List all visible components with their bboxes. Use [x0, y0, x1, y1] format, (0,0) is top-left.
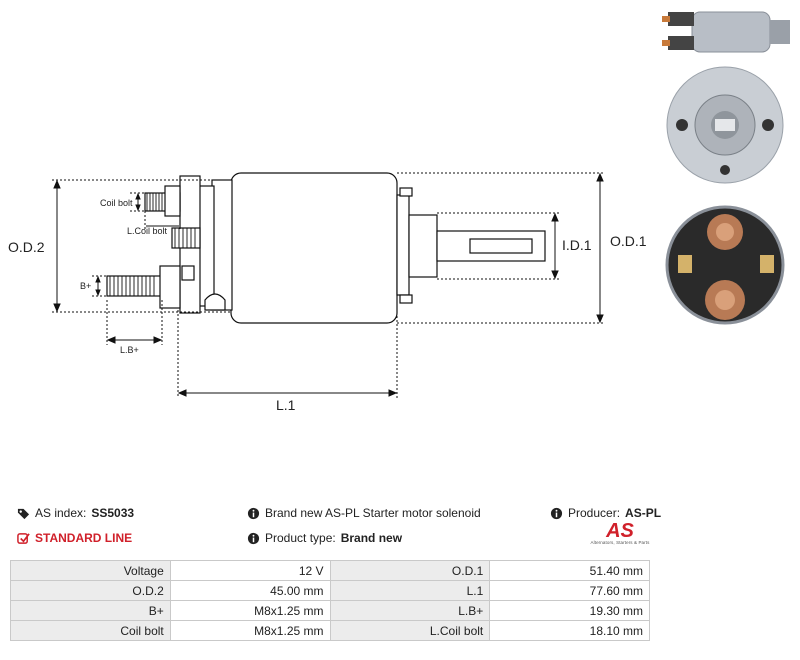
- checkbox-icon: [17, 532, 30, 544]
- producer-value: AS-PL: [625, 506, 662, 520]
- product-type-row: Product type: Brand new: [247, 531, 402, 545]
- spec-value: M8x1.25 mm: [169, 620, 331, 641]
- spec-value: M8x1.25 mm: [169, 600, 331, 621]
- spec-value: 19.30 mm: [489, 600, 650, 621]
- as-index-value: SS5033: [91, 506, 135, 520]
- product-photo-side: [662, 11, 790, 53]
- product-type-value: Brand new: [340, 531, 403, 545]
- label-l-coil-bolt: L.Coil bolt: [127, 226, 168, 236]
- solenoid-body: [230, 172, 398, 324]
- label-od1: O.D.1: [610, 233, 647, 249]
- info-icon: [550, 507, 563, 519]
- description-row: Brand new AS-PL Starter motor solenoid: [247, 506, 481, 520]
- producer-row: Producer: AS-PL: [550, 506, 661, 520]
- spec-label: L.1: [329, 580, 491, 601]
- spec-label: Coil bolt: [10, 620, 171, 641]
- rear-flange: [211, 179, 233, 311]
- label-l-b-plus: L.B+: [120, 345, 139, 355]
- product-photo-rear: [665, 205, 785, 325]
- as-index-row: AS index: SS5033: [17, 506, 134, 520]
- info-icon: [247, 532, 260, 544]
- spec-value: 45.00 mm: [169, 580, 331, 601]
- coil-bolt-thread: [146, 193, 163, 211]
- plunger-housing: [408, 214, 438, 278]
- brand-tagline: Alternators, Starters & Parts: [590, 540, 650, 545]
- label-l1: L.1: [276, 397, 296, 413]
- standard-line-label: STANDARD LINE: [35, 531, 133, 545]
- technical-drawing: O.D.2 O.D.1 I.D.1 L.1 Coil bolt L.Coil b…: [8, 11, 790, 413]
- label-id1: I.D.1: [562, 237, 592, 253]
- spec-label: Voltage: [10, 560, 171, 581]
- producer-label: Producer:: [568, 506, 621, 520]
- product-description: Brand new AS-PL Starter motor solenoid: [265, 506, 481, 520]
- spec-value: 51.40 mm: [489, 560, 650, 581]
- spec-label: O.D.2: [10, 580, 171, 601]
- product-type-label: Product type:: [265, 531, 336, 545]
- product-photo-front: [666, 66, 784, 184]
- spec-label: L.B+: [329, 600, 491, 621]
- spec-value: 18.10 mm: [489, 620, 650, 641]
- label-b-plus: B+: [80, 281, 91, 291]
- spec-label: O.D.1: [329, 560, 491, 581]
- spec-value: 77.60 mm: [489, 580, 650, 601]
- spec-label: B+: [10, 600, 171, 621]
- label-coil-bolt: Coil bolt: [100, 198, 133, 208]
- info-icon: [247, 507, 260, 519]
- as-index-label: AS index:: [35, 506, 87, 520]
- brand-logo: AS Alternators, Starters & Parts: [584, 520, 656, 545]
- spec-label: L.Coil bolt: [329, 620, 491, 641]
- tag-icon: [17, 508, 30, 519]
- line-row: STANDARD LINE: [17, 531, 132, 545]
- spec-value: 12 V: [169, 560, 331, 581]
- label-od2: O.D.2: [8, 239, 45, 255]
- brand-logo-mark: AS: [606, 520, 634, 542]
